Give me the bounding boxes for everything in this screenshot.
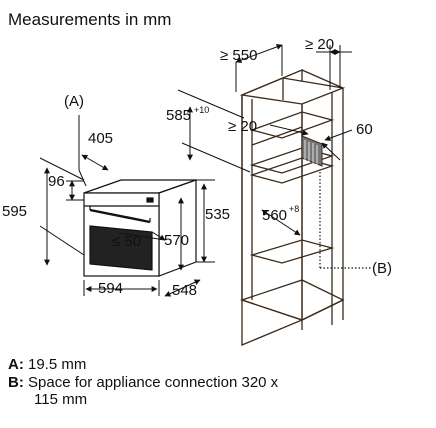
- dim-550: ≥ 550: [220, 47, 257, 64]
- legend-b-text-2: 115 mm: [34, 391, 88, 408]
- dim-595: 595: [2, 203, 27, 220]
- dim-60: 60: [356, 121, 373, 138]
- dim-560-tolerance: +8: [289, 204, 299, 214]
- dim-585: 585: [166, 107, 191, 124]
- dim-594: 594: [98, 280, 123, 297]
- dim-20-top: ≥ 20: [305, 36, 334, 53]
- cabinet-drawing: [239, 69, 346, 346]
- dim-570: 570: [164, 232, 189, 249]
- dim-548: 548: [172, 282, 197, 299]
- dim-96: 96: [48, 173, 65, 190]
- connection-leader: [319, 172, 372, 269]
- legend-b: B: Space for appliance connection 320 x …: [8, 374, 278, 408]
- dim-20-mid: ≥ 20: [228, 118, 257, 135]
- dim-50: ≤ 50: [112, 233, 141, 250]
- vent-slot: [301, 135, 323, 167]
- dim-535: 535: [205, 206, 230, 223]
- cabinet-dimension-lines: [177, 44, 353, 236]
- label-a-marker: (A): [64, 93, 84, 110]
- dimension-labels: (A) 405 96 595 ≤ 50 570 535 594 548 ≥ 55…: [2, 36, 392, 299]
- legend-b-text-1: Space for appliance connection 320 x: [28, 374, 279, 391]
- dim-585-tolerance: +10: [194, 105, 209, 115]
- oven-dimension-lines: [39, 115, 215, 297]
- oven-drawing: [83, 179, 197, 277]
- legend-a: A: 19.5 mm: [8, 356, 86, 373]
- diagram-title: Measurements in mm: [8, 10, 172, 29]
- dim-405: 405: [88, 130, 113, 147]
- legend-a-text: 19.5 mm: [28, 356, 87, 373]
- legend-a-key: A:: [8, 356, 24, 373]
- legend-b-key: B:: [8, 374, 24, 391]
- label-b-marker: (B): [372, 260, 392, 277]
- dim-560: 560: [262, 207, 287, 224]
